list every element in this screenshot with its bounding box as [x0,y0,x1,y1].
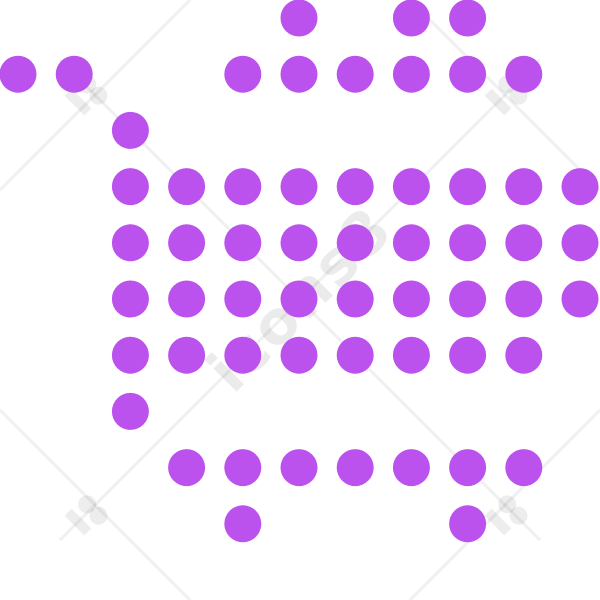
cart-dot [392,0,430,37]
cart-dot [505,449,543,487]
cart-dot [505,336,543,374]
cart-dot [336,168,374,206]
cart-dot [505,224,543,262]
cart-dot [449,336,487,374]
cart-dot [336,55,374,93]
cart-dot [392,168,430,206]
cart-dot [0,55,37,93]
cart-dot [449,168,487,206]
cart-dot [449,224,487,262]
cart-dot [224,224,262,262]
cart-dot [280,280,318,318]
cart-dot [280,0,318,37]
cart-dot [280,55,318,93]
cart-dot [55,55,93,93]
cart-dot [449,280,487,318]
cart-dot [224,55,262,93]
cart-dot [111,224,149,262]
cart-dot [280,168,318,206]
cart-dot [392,224,430,262]
cart-dot [561,280,599,318]
cart-dot [280,224,318,262]
cart-dot [111,111,149,149]
cart-dot [449,55,487,93]
cart-dot [168,449,206,487]
cart-dot [336,224,374,262]
cart-dot [449,449,487,487]
cart-dot [392,280,430,318]
cart-dot [561,168,599,206]
cart-dot [280,336,318,374]
cart-dot [505,280,543,318]
cart-dot [392,55,430,93]
cart-dot [111,168,149,206]
cart-dot [168,168,206,206]
cart-dot [505,168,543,206]
cart-dot [168,280,206,318]
cart-dot [336,449,374,487]
cart-dot [224,505,262,543]
cart-dot [111,336,149,374]
cart-dot [111,280,149,318]
cart-dot [224,280,262,318]
cart-dot [336,280,374,318]
cart-dot [280,449,318,487]
cart-dot [449,0,487,37]
cart-dot [392,449,430,487]
cart-dot [505,55,543,93]
cart-dot [168,224,206,262]
cart-dot [336,336,374,374]
cart-dot [224,168,262,206]
cart-dot [111,392,149,430]
cart-dot [449,505,487,543]
cart-dot [392,336,430,374]
cart-dot [168,336,206,374]
cart-dot [224,336,262,374]
cart-dot [561,224,599,262]
cart-dot [224,449,262,487]
